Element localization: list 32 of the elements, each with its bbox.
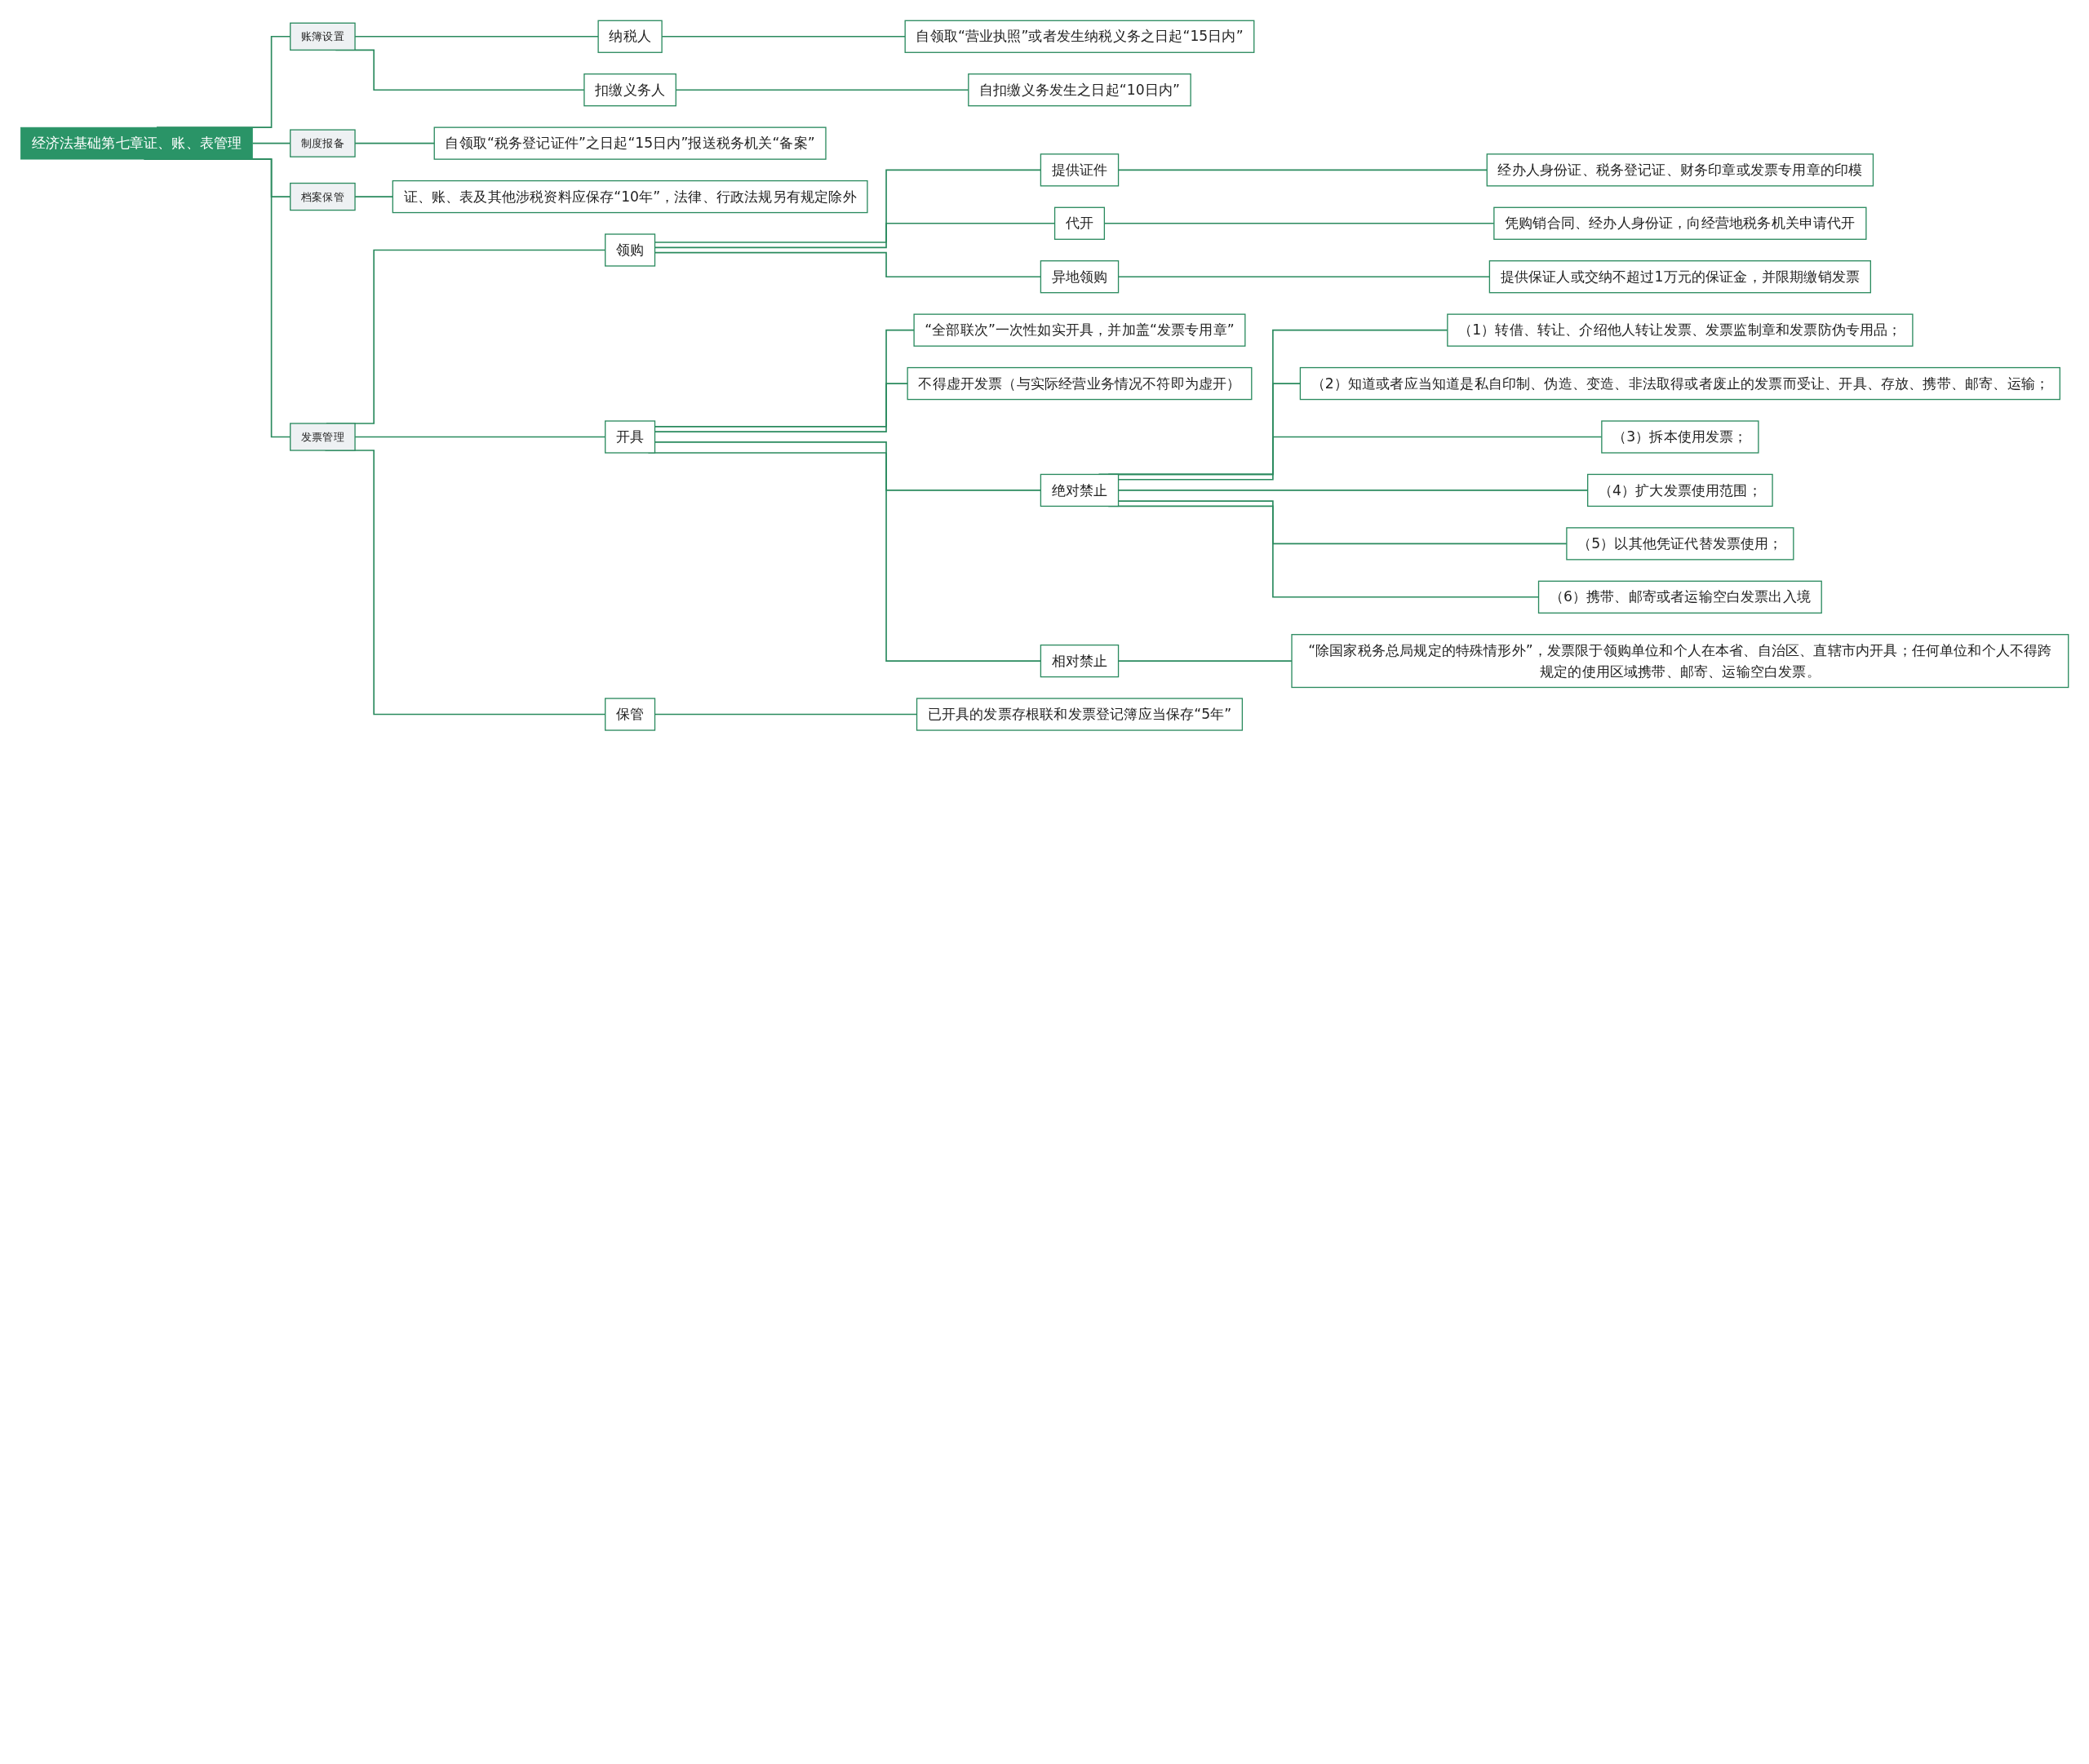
node-box: （2）知道或者应当知道是私自印制、伪造、变造、非法取得或者废止的发票而受让、开具、存放、携带、邮寄、运输； — [1299, 366, 2060, 401]
node-box: 账簿设置 — [290, 22, 356, 51]
node-box: 经办人身份证、税务登记证、财务印章或发票专用章的印模 — [1486, 153, 1874, 187]
node-box: 异地领购 — [1040, 260, 1120, 294]
node-box: “除国家税务总局规定的特殊情形外”，发票限于领购单位和个人在本省、自治区、直辖市内开具；任何单位和个人不得跨规定的使用区域携带、邮寄、运输空白发票。 — [1291, 634, 2069, 689]
node-box: 提供保证人或交纳不超过1万元的保证金，并限期缴销发票 — [1488, 260, 1871, 294]
node-box: （4）扩大发票使用范围； — [1587, 473, 1773, 507]
node-box: 档案保管 — [290, 182, 356, 211]
node-box: 凭购销合同、经办人身份证，向经营地税务机关申请代开 — [1493, 206, 1867, 240]
node-box: 制度报备 — [290, 129, 356, 157]
node-box: 经济法基础第七章证、账、表管理 — [20, 126, 253, 160]
node-box: （1）转借、转让、介绍他人转让发票、发票监制章和发票防伪专用品； — [1447, 313, 1914, 347]
node-box: 保管 — [605, 698, 656, 731]
node-box: 发票管理 — [290, 423, 356, 451]
node-box: （5）以其他凭证代替发票使用； — [1566, 527, 1794, 561]
node-box: 不得虚开发票（与实际经营业务情况不符即为虚开） — [907, 366, 1253, 401]
node-box: 相对禁止 — [1040, 644, 1120, 678]
node-box: “全部联次”一次性如实开具，并加盖“发票专用章” — [913, 313, 1246, 347]
node-box: （6）携带、邮寄或者运输空白发票出入境 — [1537, 580, 1822, 614]
node-box: 证、账、表及其他涉税资料应保存“10年”，法律、行政法规另有规定除外 — [392, 180, 868, 214]
node-box: 自领取“营业执照”或者发生纳税义务之日起“15日内” — [904, 20, 1255, 53]
node-box: 提供证件 — [1040, 153, 1120, 187]
node-box: 自领取“税务登记证件”之日起“15日内”报送税务机关“备案” — [433, 126, 827, 160]
node-box: 绝对禁止 — [1040, 473, 1120, 507]
node-box: 领购 — [605, 233, 656, 267]
node-box: 代开 — [1053, 206, 1106, 240]
node-box: 已开具的发票存根联和发票登记簿应当保存“5年” — [916, 698, 1244, 731]
node-box: 纳税人 — [597, 20, 663, 53]
node-box: 开具 — [605, 420, 656, 454]
node-box: （3）拆本使用发票； — [1601, 420, 1759, 454]
node-box: 自扣缴义务发生之日起“10日内” — [968, 73, 1191, 107]
node-box: 扣缴义务人 — [583, 73, 676, 107]
